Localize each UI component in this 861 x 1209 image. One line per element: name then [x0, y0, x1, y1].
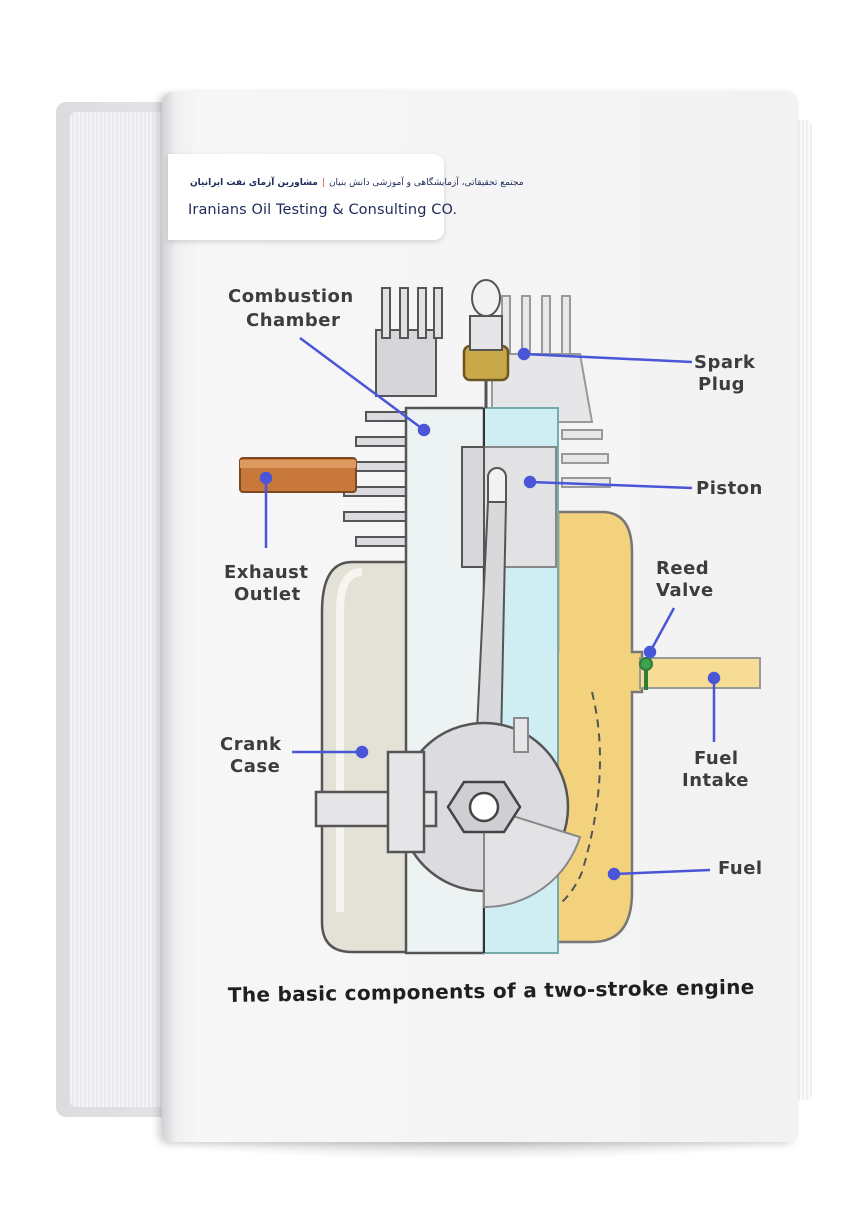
- crankshaft: [314, 717, 582, 909]
- label-spark-line2: Plug: [698, 374, 745, 395]
- label-crank-line1: Crank: [220, 734, 282, 755]
- label-combustion-line1: Combustion: [228, 286, 354, 307]
- label-exhaust-line2: Outlet: [234, 584, 301, 605]
- brand-english-name: Iranians Oil Testing & Consulting CO.: [188, 202, 458, 218]
- label-spark-line1: Spark: [694, 352, 756, 373]
- cylinder-fins-top: [375, 287, 594, 423]
- label-crank-line2: Case: [230, 756, 280, 777]
- book-pages-edge: [70, 112, 166, 1107]
- diagram-labels: Combustion Chamber Spark Plug Piston Exh…: [220, 286, 763, 879]
- label-combustion-line2: Chamber: [246, 310, 340, 331]
- brand-separator: |: [321, 178, 325, 188]
- brand-logo-box: مجتمع تحقیقاتی، آزمایشگاهی و آموزشی دانش…: [168, 154, 524, 240]
- spark-plug: [462, 279, 510, 408]
- label-fuel: Fuel: [718, 858, 763, 879]
- piston: [461, 446, 557, 568]
- pointer-lines: [259, 336, 721, 881]
- diagram-caption: The basic components of a two-stroke eng…: [228, 975, 755, 1007]
- brand-persian-bold: مشاورین آزمای نفت ایرانیان: [190, 178, 318, 188]
- label-piston: Piston: [696, 478, 763, 499]
- label-fuel-intake-line1: Fuel: [694, 748, 739, 769]
- label-reed-line2: Valve: [656, 580, 714, 601]
- spine-shade: [162, 92, 176, 1142]
- brand-persian-rest: مجتمع تحقیقاتی، آزمایشگاهی و آموزشی دانش…: [328, 178, 524, 188]
- two-stroke-engine-diagram: Combustion Chamber Spark Plug Piston Exh…: [220, 279, 763, 1007]
- brand-persian-text: مجتمع تحقیقاتی، آزمایشگاهی و آموزشی دانش…: [190, 178, 524, 188]
- label-fuel-intake-line2: Intake: [682, 770, 749, 791]
- label-exhaust-line1: Exhaust: [224, 562, 309, 583]
- book-front-cover: مجتمع تحقیقاتی، آزمایشگاهی و آموزشی دانش…: [162, 92, 798, 1142]
- label-reed-line1: Reed: [656, 558, 709, 579]
- reed-valve: [639, 657, 653, 690]
- exhaust-pipe: [239, 457, 357, 493]
